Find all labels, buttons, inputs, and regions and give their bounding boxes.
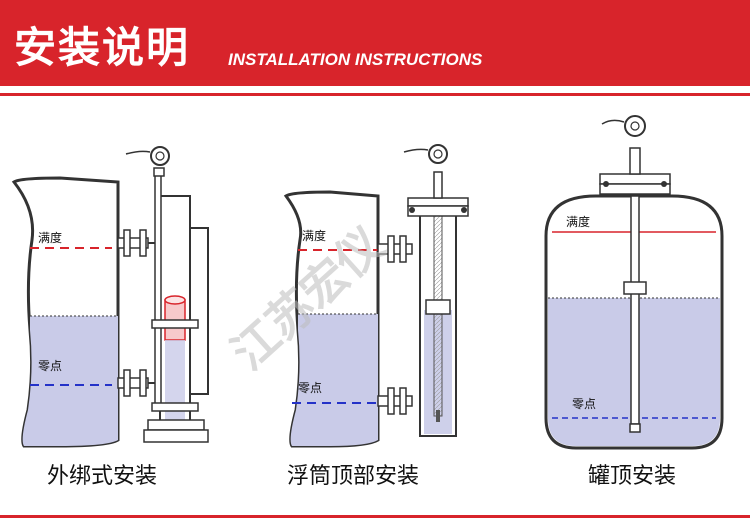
- caption-chamber-top-mount: 浮筒顶部安装: [287, 464, 420, 489]
- zero-label-2: 零点: [298, 381, 322, 395]
- diagram-chamber-top-mount: 满度 零点: [283, 144, 469, 448]
- zero-label-3: 零点: [572, 397, 596, 411]
- diagram-tank-top-mount: 满度 零点: [544, 115, 724, 450]
- caption-side-mount: 外绑式安装: [47, 464, 158, 489]
- caption-tank-top-mount: 罐顶安装: [588, 464, 677, 489]
- tank-2-liquid: [290, 314, 378, 446]
- zero-label-1: 零点: [38, 359, 62, 373]
- full-label-1: 满度: [38, 230, 62, 245]
- tank-1-liquid: [22, 316, 119, 446]
- page-subtitle: INSTALLATION INSTRUCTIONS: [228, 50, 483, 69]
- installation-diagrams: 满度 零点 满度 零点: [11, 115, 724, 450]
- top-divider: [0, 93, 750, 96]
- full-label-3: 满度: [566, 214, 590, 229]
- page-title: 安装说明: [14, 23, 191, 72]
- diagram-side-mount: 满度 零点: [11, 146, 209, 448]
- header-banner: 安装说明 INSTALLATION INSTRUCTIONS: [0, 0, 750, 86]
- full-label-2: 满度: [302, 228, 326, 243]
- bottom-divider: [0, 515, 750, 518]
